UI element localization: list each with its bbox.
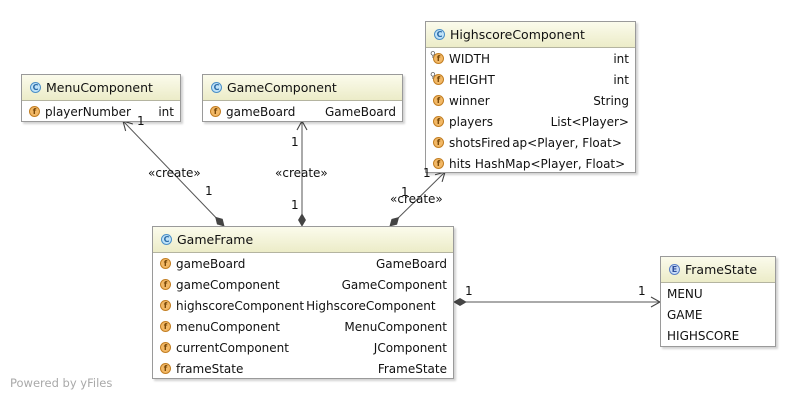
stereotype-label: «create»	[275, 166, 328, 180]
field-type: String	[593, 93, 629, 108]
class-menu-component[interactable]: C MenuComponent f playerNumber int	[21, 74, 181, 122]
enum-name: FrameState	[685, 262, 758, 277]
field-icon: f	[210, 106, 221, 117]
field-type: HighscoreComponent	[306, 298, 436, 313]
field-name: WIDTH	[449, 51, 490, 66]
field-type: GameComponent	[341, 277, 447, 292]
field-type: int	[613, 51, 629, 66]
field-row: f gameComponent GameComponent	[153, 274, 453, 295]
static-lock-icon: ⚲	[430, 71, 436, 80]
field-icon: f	[433, 53, 444, 64]
field-name: players	[449, 114, 493, 129]
field-name: playerNumber	[45, 104, 131, 119]
field-row: ⚲ f WIDTH int	[426, 48, 635, 69]
field-row: f highscoreComponent HighscoreComponent	[153, 295, 453, 316]
field-icon: f	[433, 74, 444, 85]
field-name: menuComponent	[176, 319, 280, 334]
field-name: hits	[449, 156, 471, 171]
field-row: f shotsFired ap<Player, Float>	[426, 132, 635, 153]
class-icon: C	[211, 82, 222, 93]
field-row: ⚲ f HEIGHT int	[426, 69, 635, 90]
field-name: shotsFired	[449, 135, 511, 150]
multiplicity-label: 1	[205, 184, 213, 198]
field-icon: f	[160, 258, 171, 269]
field-type: FrameState	[377, 361, 447, 376]
field-icon: f	[433, 95, 444, 106]
multiplicity-label: 1	[465, 284, 473, 298]
class-header: C HighscoreComponent	[426, 22, 635, 48]
field-row: f hits HashMap<Player, Float>	[426, 153, 635, 174]
field-row: f winner String	[426, 90, 635, 111]
field-type: JComponent	[373, 340, 447, 355]
enum-literal: MENU	[667, 286, 703, 301]
class-header: C GameComponent	[203, 75, 402, 101]
enum-header: E FrameState	[661, 257, 775, 283]
stereotype-label: «create»	[390, 192, 443, 206]
class-name: HighscoreComponent	[450, 27, 585, 42]
watermark-text: Powered by yFiles	[10, 376, 113, 390]
multiplicity-label: 1	[291, 198, 299, 212]
field-type: int	[613, 72, 629, 87]
field-row: f gameBoard GameBoard	[203, 101, 402, 122]
enum-frame-state[interactable]: E FrameState MENU GAME HIGHSCORE	[660, 256, 776, 347]
class-header: C MenuComponent	[22, 75, 180, 101]
enum-icon: E	[669, 264, 680, 275]
field-type: List<Player>	[550, 114, 629, 129]
class-highscore-component[interactable]: C HighscoreComponent ⚲ f WIDTH int ⚲ f H…	[425, 21, 636, 173]
class-header: C GameFrame	[153, 227, 453, 253]
multiplicity-label: 1	[401, 185, 409, 199]
multiplicity-label: 1	[291, 135, 299, 149]
field-type: GameBoard	[376, 256, 447, 271]
multiplicity-label: 1	[423, 166, 431, 180]
field-row: f currentComponent JComponent	[153, 337, 453, 358]
stereotype-label: «create»	[148, 166, 201, 180]
field-icon: f	[160, 363, 171, 374]
class-name: MenuComponent	[46, 80, 153, 95]
class-name: GameFrame	[177, 232, 254, 247]
field-name: frameState	[176, 361, 244, 376]
static-lock-icon: ⚲	[430, 50, 436, 59]
class-icon: C	[30, 82, 41, 93]
field-name: winner	[449, 93, 490, 108]
field-icon: f	[29, 106, 40, 117]
enum-literal: HIGHSCORE	[667, 328, 740, 343]
multiplicity-label: 1	[638, 284, 646, 298]
field-type: MenuComponent	[344, 319, 447, 334]
class-icon: C	[161, 234, 172, 245]
field-type: ap<Player, Float>	[512, 135, 622, 150]
field-icon: f	[160, 300, 171, 311]
field-icon: f	[433, 158, 444, 169]
field-type: HashMap<Player, Float>	[474, 156, 626, 171]
edge-frame-highscore	[389, 171, 446, 227]
field-icon: f	[160, 342, 171, 353]
field-row: f players List<Player>	[426, 111, 635, 132]
field-type: int	[158, 104, 174, 119]
field-row: f menuComponent MenuComponent	[153, 316, 453, 337]
field-icon: f	[160, 321, 171, 332]
field-type: GameBoard	[325, 104, 396, 119]
field-name: highscoreComponent	[176, 298, 305, 313]
class-game-component[interactable]: C GameComponent f gameBoard GameBoard	[202, 74, 403, 122]
field-row: f gameBoard GameBoard	[153, 253, 453, 274]
field-name: gameBoard	[226, 104, 296, 119]
enum-literal: GAME	[667, 307, 703, 322]
field-name: currentComponent	[176, 340, 289, 355]
field-name: gameBoard	[176, 256, 246, 271]
multiplicity-label: 1	[137, 114, 145, 128]
field-icon: f	[433, 137, 444, 148]
field-icon: f	[160, 279, 171, 290]
field-icon: f	[433, 116, 444, 127]
class-game-frame[interactable]: C GameFrame f gameBoard GameBoard f game…	[152, 226, 454, 379]
field-name: HEIGHT	[449, 72, 495, 87]
class-icon: C	[434, 29, 445, 40]
field-name: gameComponent	[176, 277, 280, 292]
field-row: f frameState FrameState	[153, 358, 453, 379]
edge-frame-menu	[122, 120, 225, 227]
field-row: f playerNumber int	[22, 101, 180, 122]
class-name: GameComponent	[227, 80, 337, 95]
